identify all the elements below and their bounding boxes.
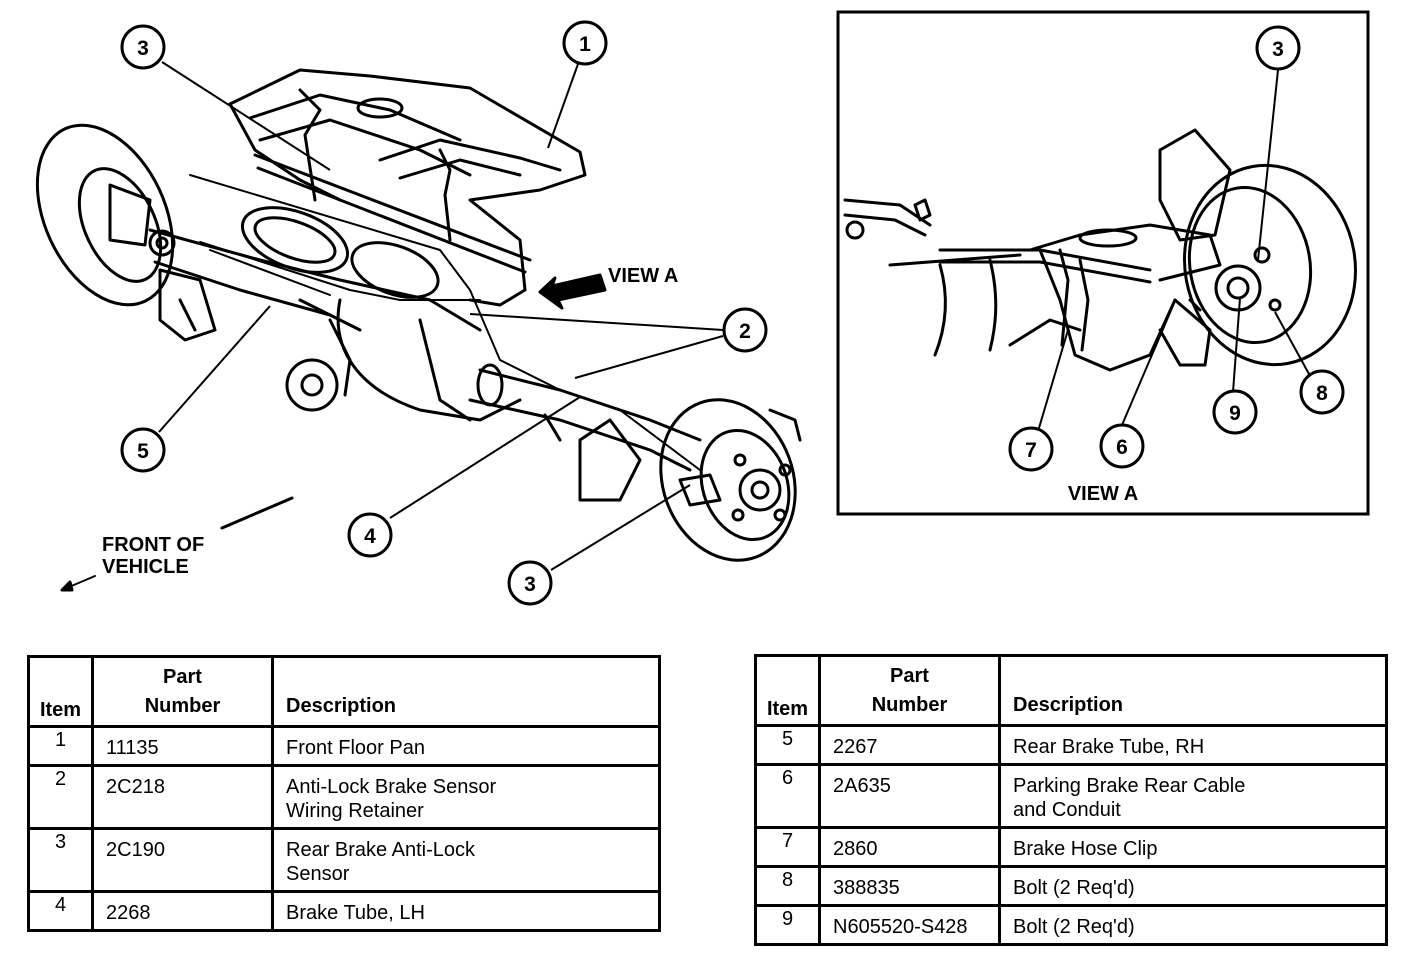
svg-text:6: 6 <box>1116 436 1128 459</box>
front-floor-pan <box>228 68 587 307</box>
brake-system-diagram: 3 1 2 5 4 3 VIEW A FRONT OF VEHICLE <box>35 10 1370 606</box>
item-number: 7 <box>754 826 821 868</box>
main-callout-2: 2 <box>722 307 768 353</box>
main-view-drawing <box>35 68 802 592</box>
main-callout-1: 1 <box>562 20 608 66</box>
right-brake-disc <box>659 398 802 562</box>
svg-text:4: 4 <box>364 525 376 548</box>
item-number: 5 <box>754 724 821 766</box>
part-description: Rear Brake Tube, RH <box>998 724 1388 766</box>
part-description: Bolt (2 Req'd) <box>998 865 1388 907</box>
table-row: 7 2860 Brake Hose Clip <box>754 826 1388 868</box>
item-number: 9 <box>754 904 821 946</box>
main-callout-3-bottom: 3 <box>507 560 553 606</box>
item-number: 1 <box>27 725 94 767</box>
view-a-pointer-label: VIEW A <box>608 265 678 287</box>
view-a-inset-title: VIEW A <box>1068 483 1138 505</box>
front-of-vehicle-label-line2: VEHICLE <box>102 556 189 578</box>
svg-text:5: 5 <box>137 440 149 463</box>
svg-text:3: 3 <box>524 573 536 596</box>
item-number: 6 <box>754 763 821 829</box>
part-description: Front Floor Pan <box>271 725 661 767</box>
header-description: Description <box>271 655 661 728</box>
table-row: 4 2268 Brake Tube, LH <box>27 890 661 932</box>
svg-text:7: 7 <box>1025 439 1037 462</box>
main-view-leaders <box>158 61 724 571</box>
part-description: Brake Hose Clip <box>998 826 1388 868</box>
header-item: Item <box>754 654 821 727</box>
table-row: 5 2267 Rear Brake Tube, RH <box>754 724 1388 766</box>
header-item: Item <box>27 655 94 728</box>
part-number: 11135 <box>91 725 274 767</box>
part-number: 2268 <box>91 890 274 932</box>
inset-callout-3: 3 <box>1255 25 1301 71</box>
front-of-vehicle-line <box>220 496 294 530</box>
part-number: 2C218 <box>91 764 274 830</box>
inset-callout-6: 6 <box>1099 423 1145 469</box>
part-number: N605520-S428 <box>818 904 1001 946</box>
part-number: 2A635 <box>818 763 1001 829</box>
part-description: Bolt (2 Req'd) <box>998 904 1388 946</box>
part-number: 2267 <box>818 724 1001 766</box>
view-a-drawing <box>843 128 1357 372</box>
table-row: 9 N605520-S428 Bolt (2 Req'd) <box>754 904 1388 946</box>
svg-text:3: 3 <box>1272 38 1284 61</box>
header-description: Description <box>998 654 1388 727</box>
inset-callout-9: 9 <box>1212 389 1258 435</box>
main-callout-5: 5 <box>120 427 166 473</box>
front-of-vehicle-label-line1: FRONT OF <box>102 534 204 556</box>
item-number: 3 <box>27 827 94 893</box>
main-callout-3-top: 3 <box>120 24 166 70</box>
brake-lines <box>189 174 701 471</box>
svg-text:2: 2 <box>739 320 751 343</box>
table-row: 1 11135 Front Floor Pan <box>27 725 661 767</box>
part-description: Brake Tube, LH <box>271 890 661 932</box>
part-number: 388835 <box>818 865 1001 907</box>
inset-callout-7: 7 <box>1008 426 1054 472</box>
item-number: 4 <box>27 890 94 932</box>
table-row: 8 388835 Bolt (2 Req'd) <box>754 865 1388 907</box>
item-number: 8 <box>754 865 821 907</box>
view-a-arrow <box>538 273 607 310</box>
part-number: 2860 <box>818 826 1001 868</box>
svg-text:9: 9 <box>1229 402 1241 425</box>
inset-callout-8: 8 <box>1299 369 1345 415</box>
view-a-leaders <box>1038 69 1310 429</box>
svg-text:8: 8 <box>1316 382 1328 405</box>
svg-text:3: 3 <box>137 37 149 60</box>
main-callout-4: 4 <box>347 512 393 558</box>
svg-text:1: 1 <box>579 33 591 56</box>
item-number: 2 <box>27 764 94 830</box>
left-brake-disc <box>35 123 176 307</box>
part-number: 2C190 <box>91 827 274 893</box>
